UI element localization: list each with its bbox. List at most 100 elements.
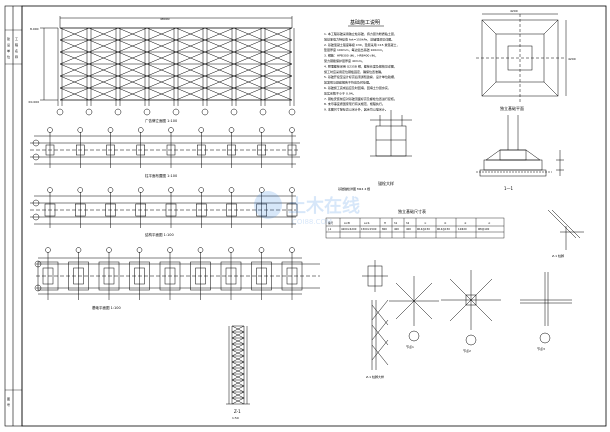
- table-header: h1: [394, 221, 398, 225]
- axis-bubble: [198, 127, 204, 133]
- axis-bubble: [34, 284, 42, 292]
- drawing-line: [59, 27, 90, 41]
- title-block-text: 建 设 单 位 工 程 名 称 图 号: [7, 36, 18, 407]
- elevation-caption: 广告牌立面图 1:100: [145, 118, 177, 123]
- note-line: 施工时应采用定位钢板固定，确保位置准确。: [324, 69, 384, 74]
- table-cell: 400: [406, 227, 411, 231]
- axis-bubble: [32, 213, 40, 221]
- drawing-line: [88, 87, 119, 101]
- note-line: 垫层厚度 100mm，每边宽出基础 100mm。: [324, 47, 385, 52]
- drawing-line: [175, 63, 206, 77]
- drawing-line: [231, 325, 245, 333]
- axis-bubble: [107, 127, 114, 133]
- drawing-line: [117, 51, 148, 65]
- drawing-line: [59, 51, 90, 65]
- joint-detail-2: [371, 299, 389, 370]
- table-header: H: [384, 221, 386, 225]
- anchor-detail: [370, 110, 412, 157]
- title-cell: 图: [7, 397, 10, 401]
- note-line: 3. 钢筋：HPB300 (Φ)，HRB400 (Φ)，: [324, 53, 378, 58]
- axis-bubble: [32, 139, 40, 147]
- note-line: 1. 本工程基础采用独立柱基础，持力层为粉质粘土层，: [324, 31, 397, 36]
- axis-bubble: [289, 247, 295, 253]
- joint-detail-3: [389, 276, 439, 342]
- note-line: 4. 预埋螺栓采用 Q235B 钢，螺栓长度及规格见详图，: [324, 63, 397, 68]
- drawing-line: [231, 343, 245, 351]
- axis-bubble: [136, 247, 143, 253]
- watermark-text-cn: 土木在线: [288, 195, 360, 217]
- elevation-top-label: 8.000: [30, 27, 39, 31]
- axis-bubble: [228, 247, 234, 253]
- title-block: [4, 5, 23, 427]
- note-line: 7. 钢柱安装前应对基础顶面标高及螺栓位置进行复核。: [324, 96, 397, 101]
- title-cell: 称: [15, 54, 18, 59]
- drawing-line: [231, 349, 245, 357]
- drawing-line: [59, 63, 90, 77]
- anchor-title: 锚栓大样: [378, 180, 394, 186]
- axis-bubble: [85, 108, 93, 116]
- drawing-line: [231, 355, 245, 363]
- table-cell: J-1: [327, 227, 332, 231]
- table-header: a×b: [364, 221, 370, 225]
- axis-bubble: [106, 247, 112, 253]
- joint-detail-5: [520, 272, 572, 344]
- drawing-line: [59, 39, 90, 53]
- note-line: 6. 基础施工完成后应及时回填，回填土分层夯实，: [324, 85, 391, 90]
- elevation-span-label: 48000: [160, 17, 170, 21]
- drawing-line: [175, 75, 206, 89]
- title-cell: 工: [15, 37, 18, 41]
- note-line: 2. 基础混凝土强度等级 C30，垫层采用 C15 素混凝土，: [324, 42, 400, 47]
- foundation-plan-title: 独立基础平面: [500, 105, 524, 111]
- drawing-line: [231, 337, 245, 345]
- axis-bubble: [167, 247, 173, 253]
- axis-bubble: [34, 260, 42, 268]
- table-cell: 4200×4200: [341, 227, 357, 231]
- elevation-view: 8.000 ±0.000 48000 广告牌立面图 1:100: [28, 16, 296, 123]
- axis-bubble: [47, 187, 53, 193]
- drawing-line: [231, 391, 245, 399]
- note-line: 压实系数不小于 0.94。: [324, 90, 356, 95]
- drawing-line: [175, 27, 206, 41]
- note-line: 5. 基础开挖至设计标高后须通知勘察、设计单位验槽，: [324, 74, 397, 79]
- axis-bubble: [259, 187, 265, 193]
- drawing-line: [88, 75, 119, 89]
- table-title: 独立基础尺寸表: [398, 208, 426, 214]
- foundation-table: 独立基础尺寸表 编号 A×B a×b H h1 h2 ① ② ③ ④: [325, 208, 505, 239]
- drawing-line: [146, 51, 177, 65]
- table-cell: 1500×1500: [361, 227, 377, 231]
- drawing-line: [204, 63, 235, 77]
- note-line: 受力钢筋保护层厚度 40mm。: [324, 58, 365, 63]
- watermark: 土木在线 COI88.COM: [254, 191, 360, 226]
- drawing-line: [146, 63, 177, 77]
- notes-title: 基础施工说明: [350, 19, 380, 26]
- drawing-line: [117, 63, 148, 77]
- table-cell: Φ8@100: [478, 227, 490, 231]
- drawing-line: [233, 27, 264, 41]
- axis-bubble: [168, 187, 174, 193]
- axis-bubble: [75, 247, 82, 253]
- plan-view-3: 基础平面图 1:100: [34, 247, 320, 310]
- note-line: 8. 未尽事宜按国家现行有关规范、规程执行。: [324, 101, 385, 106]
- drawing-line: [146, 27, 177, 41]
- axis-bubble: [114, 108, 122, 116]
- table-header: ③: [464, 222, 467, 225]
- table-cell: 400: [394, 227, 399, 231]
- column-scale: 1:50: [232, 416, 239, 420]
- table-header: ①: [424, 222, 427, 225]
- axis-bubble: [228, 187, 235, 193]
- plan1-caption: 柱平面布置图 1:100: [145, 173, 177, 178]
- title-cell: 建: [7, 36, 10, 41]
- axis-bubble: [77, 127, 83, 133]
- drawing-line: [204, 87, 235, 101]
- foundation-size-top: 4200: [510, 9, 518, 13]
- drawing-line: [204, 75, 235, 89]
- drawing-line: [175, 51, 206, 65]
- title-cell: 名: [15, 48, 18, 53]
- joint-k1: 节点1: [406, 344, 414, 349]
- table-cell: 12Φ20: [458, 227, 467, 231]
- drawing-line: [233, 39, 264, 53]
- title-cell: 程: [15, 42, 18, 47]
- axis-bubble: [230, 108, 238, 116]
- plan-view-1: 柱平面布置图 1:100: [30, 127, 300, 178]
- drawing-line: [88, 27, 119, 41]
